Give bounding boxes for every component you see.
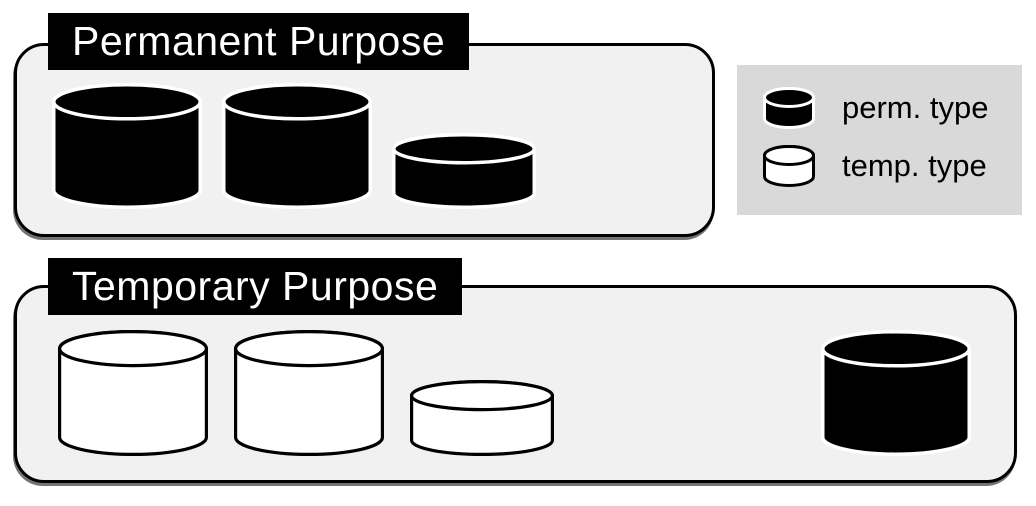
perm-cylinder-large — [820, 329, 972, 457]
perm-cylinder-glyph — [392, 133, 536, 209]
legend-label-temp: temp. type — [842, 148, 987, 183]
perm-cylinder-large — [221, 82, 373, 210]
permanent-purpose-box — [14, 43, 715, 237]
permanent-cylinder-row — [51, 82, 537, 210]
perm-cylinder-glyph — [763, 87, 815, 129]
legend: perm. type temp. type — [737, 65, 1022, 215]
temporary-cylinder-row — [57, 329, 972, 457]
perm-cylinder-icon — [762, 86, 816, 130]
temp-cylinder-large — [233, 329, 385, 457]
legend-label-perm: perm. type — [842, 90, 989, 125]
perm-cylinder-glyph — [821, 330, 971, 456]
perm-cylinder-glyph — [52, 83, 202, 209]
temp-cylinder-glyph — [409, 380, 555, 456]
temporary-purpose-box — [14, 285, 1017, 483]
temp-cylinder-glyph — [233, 330, 385, 456]
temporary-purpose-title-label: Temporary Purpose — [72, 263, 439, 309]
temp-cylinder-large — [57, 329, 209, 457]
legend-item-temp: temp. type — [762, 144, 1022, 188]
perm-cylinder-large — [51, 82, 203, 210]
permanent-purpose-title: Permanent Purpose — [48, 13, 470, 70]
temporary-purpose-title: Temporary Purpose — [48, 258, 463, 315]
temp-cylinder-glyph — [763, 145, 815, 187]
temp-cylinder-glyph — [57, 330, 209, 456]
legend-item-perm: perm. type — [762, 86, 1022, 130]
permanent-purpose-title-label: Permanent Purpose — [72, 18, 446, 64]
temp-cylinder-icon — [762, 144, 816, 188]
temp-cylinder-small — [409, 379, 555, 457]
perm-cylinder-small — [391, 132, 537, 210]
perm-cylinder-glyph — [222, 83, 372, 209]
